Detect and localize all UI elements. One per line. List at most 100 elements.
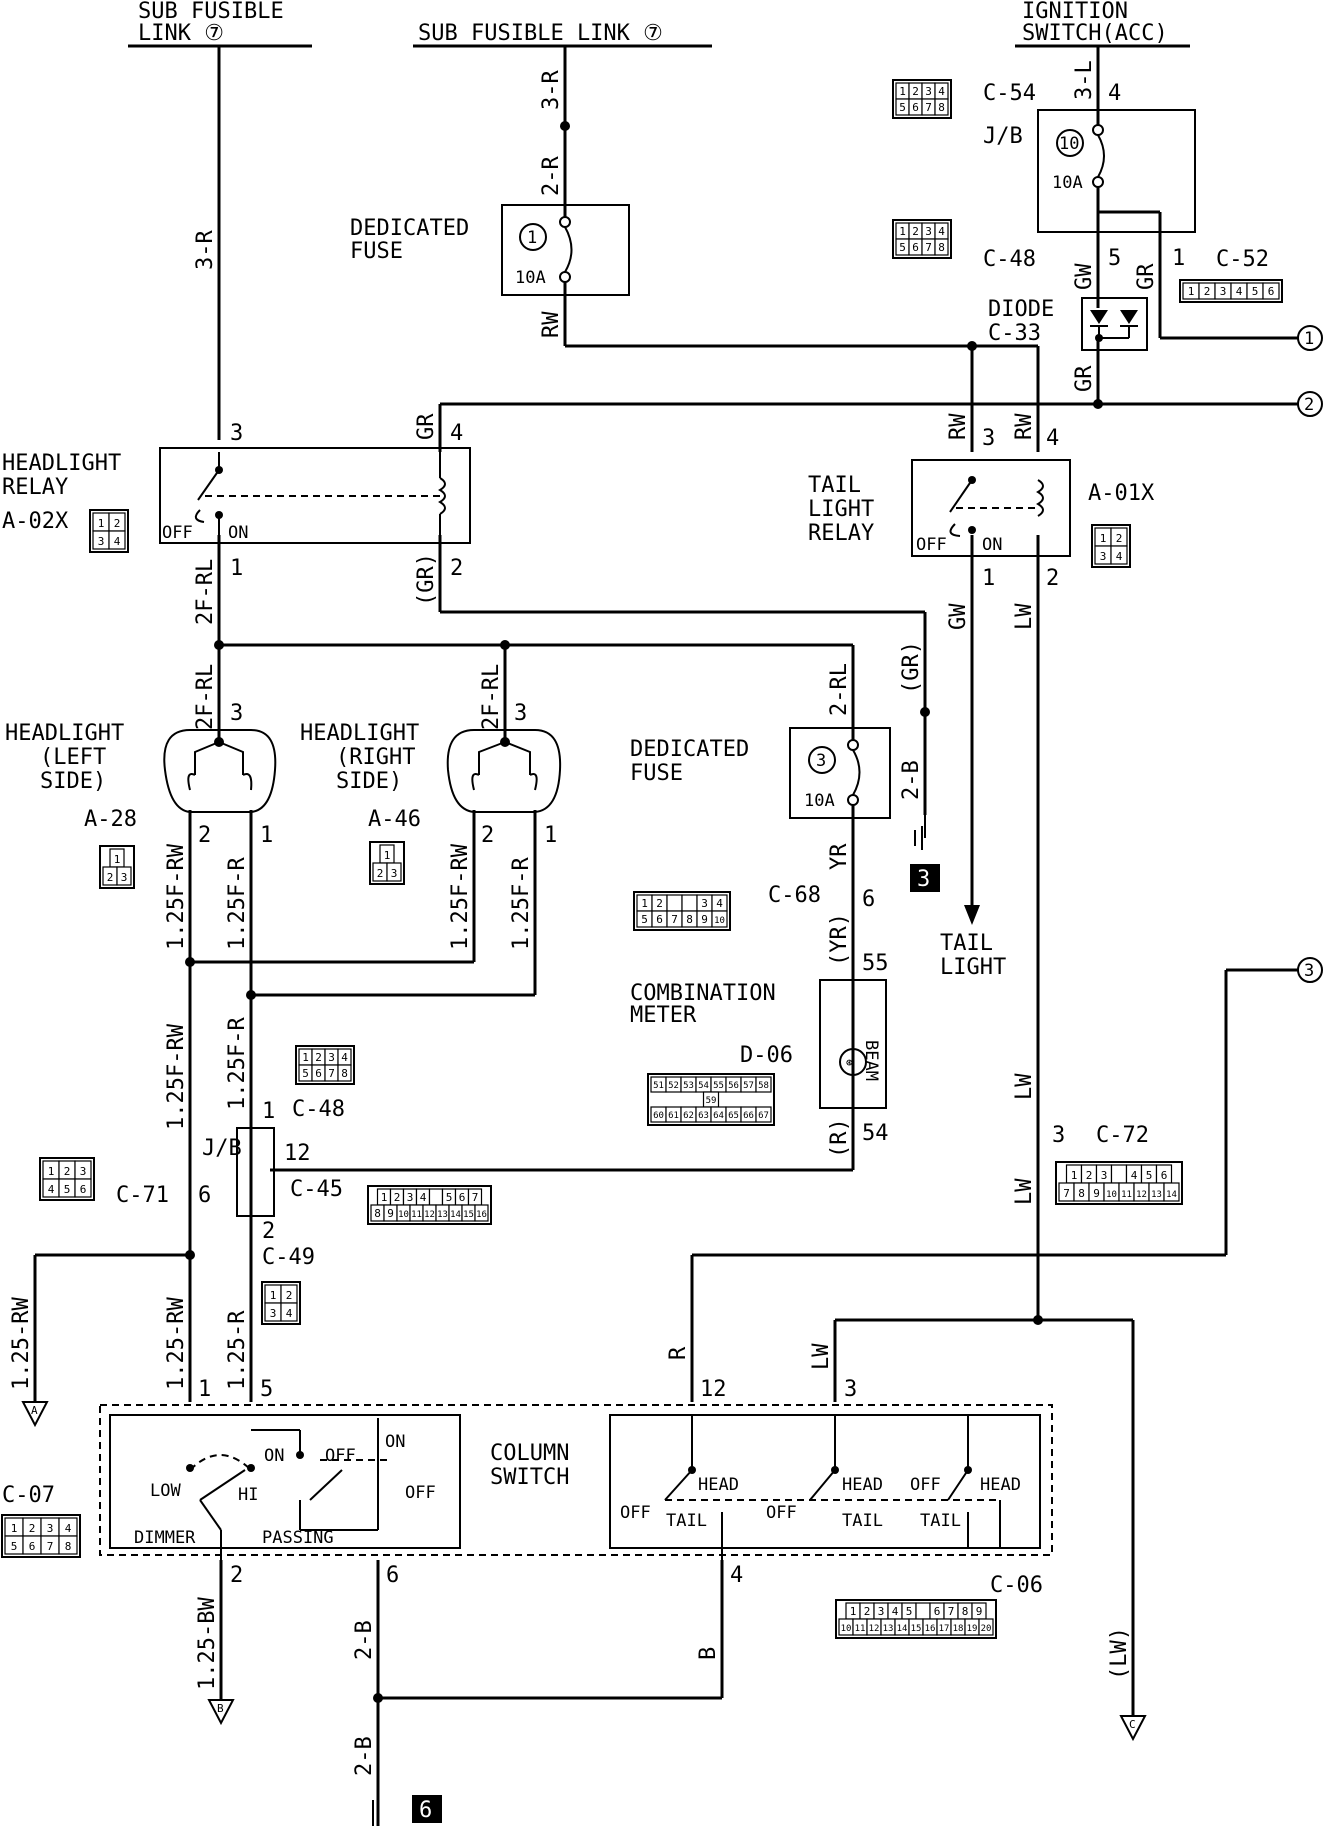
ref-3: 3 — [1304, 961, 1314, 981]
connector-pin-label: 2 — [1116, 532, 1123, 545]
connector-pin-label: 5 — [906, 1605, 913, 1618]
connector-label: C-54 — [983, 81, 1036, 106]
wire-label: LW — [1012, 603, 1037, 630]
pin: 4 — [730, 1563, 743, 1588]
connector-pin-label: 5 — [899, 241, 906, 254]
connector-pin-label: 6 — [80, 1183, 87, 1196]
wire-label: RW — [946, 413, 971, 440]
meter-beam: BEAM — [861, 1040, 881, 1081]
connector-cell — [1262, 282, 1280, 300]
tail-light-label-line1: TAIL — [940, 931, 993, 956]
connector-pin-label: 1 — [899, 85, 906, 98]
connector-pin-label: 1 — [48, 1165, 55, 1178]
connector-pin-label: 60 — [653, 1111, 664, 1121]
connector-pin-label: 3 — [391, 867, 398, 880]
pin: 2 — [262, 1219, 275, 1244]
connector-pin-label: 1 — [11, 1522, 18, 1535]
pin: 6 — [198, 1183, 211, 1208]
connector-pin-label: 3 — [925, 225, 932, 238]
connector-pin-label: 10 — [398, 1210, 409, 1220]
connector-pin-label: 11 — [411, 1210, 422, 1220]
connector-pin-label: 17 — [939, 1624, 950, 1634]
passing-off-2: OFF — [405, 1483, 436, 1503]
connector-pin-label: 3 — [270, 1307, 277, 1320]
jb-fuse-10: 10 10A J/B — [983, 109, 1196, 233]
connector-pin-label: 52 — [668, 1081, 679, 1091]
fuse-label-line1: DEDICATED — [630, 737, 749, 762]
wire-label: 2F-RL — [193, 559, 218, 625]
connector-pin-label: 8 — [374, 1207, 381, 1220]
source-label-line2: SWITCH(ACC) — [1022, 21, 1168, 46]
connector-pin-label: 5 — [899, 101, 906, 114]
connector-pin-label: 7 — [328, 1067, 335, 1080]
connector-label: C-06 — [990, 1573, 1043, 1598]
connector-pin-label: 16 — [476, 1210, 487, 1220]
connector-pin-label: 7 — [671, 913, 678, 926]
wire-label: LW — [809, 1343, 834, 1370]
wire-label: (YR) — [827, 913, 852, 966]
pin: 2 — [1046, 566, 1059, 591]
connector-pin-label: 14 — [450, 1210, 461, 1220]
connector-pin-label: 20 — [981, 1624, 992, 1634]
connector-pin-label: 14 — [897, 1624, 908, 1634]
wire-label: 1.25F-R — [509, 857, 534, 950]
headlight-relay: OFF ON HEADLIGHT RELAY A-02X — [2, 447, 471, 544]
arrow-a: A — [31, 1404, 38, 1417]
connector-pin-label: 65 — [728, 1111, 739, 1121]
connector-pin-label: 9 — [1093, 1187, 1100, 1200]
connector-pin-label: 2 — [114, 517, 121, 530]
wire-label: 1.25F-RW — [164, 843, 189, 950]
passing-on: ON — [264, 1446, 284, 1466]
connector-pin-label: 2 — [912, 85, 919, 98]
connector-cell — [1163, 1182, 1180, 1202]
connector-pin-label: 1 — [1071, 1169, 1078, 1182]
headlight-connector: A-46 — [368, 807, 421, 832]
connector-pin-label: 56 — [728, 1081, 739, 1091]
connector-cell — [711, 910, 728, 928]
dimmer-low: LOW — [150, 1481, 181, 1501]
connector-pin-label: 2 — [286, 1289, 293, 1302]
headlight-right: HEADLIGHT (RIGHT SIDE) A-46 — [300, 721, 562, 832]
headlight-label-line1: HEADLIGHT — [5, 721, 124, 746]
connector-pin-label: 1 — [641, 897, 648, 910]
connector-label: C-49 — [262, 1245, 315, 1270]
wire-label: (GR) — [414, 553, 439, 606]
wire-label: 2-B — [899, 760, 924, 800]
ground-3: 3 — [910, 815, 940, 892]
connector-pin-label: 5 — [64, 1183, 71, 1196]
tail-light-label-line2: LIGHT — [940, 955, 1006, 980]
connector-pin-label: 4 — [892, 1605, 899, 1618]
connector-pin-label: 2 — [394, 1191, 401, 1204]
diode-label: DIODE — [988, 297, 1054, 322]
connector-labels: C-54 C-48 C-52 C-68 C-48 C-71 C-45 C-49 … — [2, 81, 1269, 1598]
connector-pin-label: 15 — [911, 1624, 922, 1634]
relay-label-line1: HEADLIGHT — [2, 451, 121, 476]
pin: 3 — [230, 701, 243, 726]
connector-label: C-72 — [1096, 1123, 1149, 1148]
connector-pin-label: 8 — [938, 241, 945, 254]
pin: 55 — [862, 951, 889, 976]
pin: 6 — [386, 1563, 399, 1588]
wire-label: RW — [1012, 413, 1037, 440]
pin: 1 — [1172, 246, 1185, 271]
relay-label-line2: RELAY — [2, 475, 68, 500]
wire-label: 1.25F-RW — [164, 1023, 189, 1130]
connector-pin-label: 14 — [1166, 1190, 1177, 1200]
connector-pin-label: 3 — [925, 85, 932, 98]
pin-numbers: 3 4 1 2 3 4 1 2 4 5 1 3 2 1 3 2 1 6 55 5… — [198, 81, 1185, 1588]
ref-1: 1 — [1304, 329, 1314, 349]
connector-pin-label: 4 — [341, 1051, 348, 1064]
wire-label: 1.25-R — [225, 1310, 250, 1390]
pin: 1 — [198, 1377, 211, 1402]
pin: 3 — [230, 421, 243, 446]
connector-pin-label: 1 — [850, 1605, 857, 1618]
connector-label: C-68 — [768, 883, 821, 908]
pin: 1 — [230, 556, 243, 581]
wire-label: 1.25F-R — [225, 857, 250, 950]
